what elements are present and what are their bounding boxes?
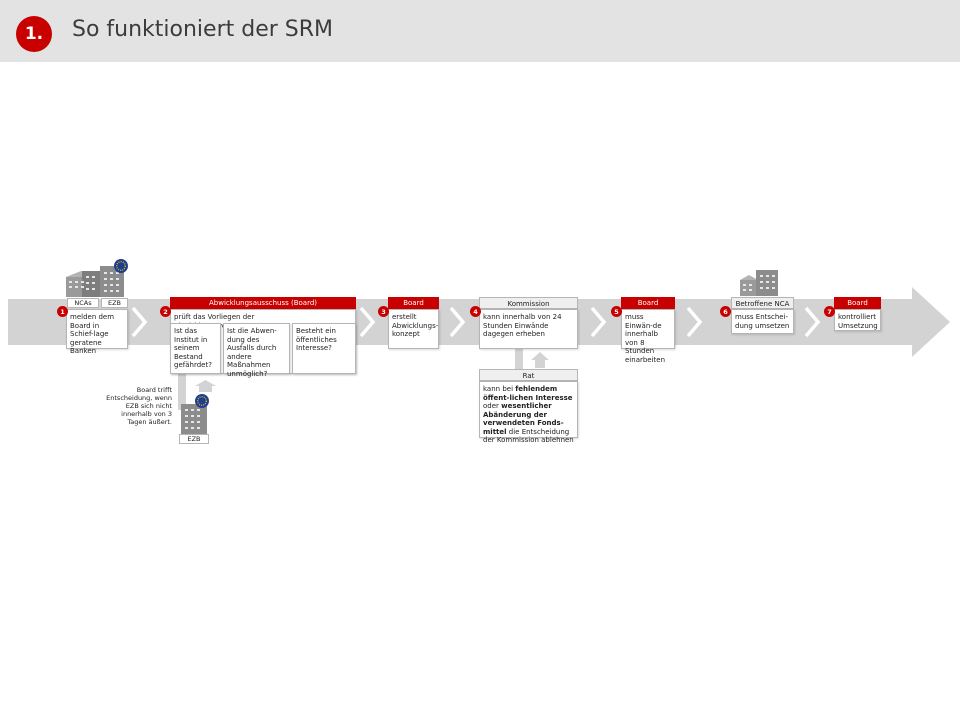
ezb-note: Board trifft Entscheidung, wenn EZB sich…	[106, 386, 172, 426]
connector-line	[178, 372, 186, 410]
step-4-box: kann innerhalb von 24 Stunden Einwände d…	[479, 309, 578, 349]
rat-header: Rat	[479, 369, 578, 381]
step-2-question-2: Ist die Abwen-dung des Ausfalls durch an…	[223, 323, 290, 378]
step-2-header: Abwicklungsausschuss (Board)	[170, 297, 356, 309]
step-7-number: 7	[824, 306, 835, 317]
rat-text: kann bei fehlendem öffent-lichen Interes…	[483, 385, 574, 444]
header-bar: 1. So funktioniert der SRM	[0, 0, 960, 62]
ezb-tag: EZB	[101, 298, 128, 308]
connector-line	[515, 349, 523, 369]
chapter-badge: 1.	[16, 16, 52, 52]
chevron-right-icon	[131, 306, 148, 338]
step-5-number: 5	[611, 306, 622, 317]
step-2-question-1: Ist das Institut in seinem Bestand gefäh…	[170, 323, 221, 374]
eu-stars-icon	[114, 259, 128, 273]
step-6-box: muss Entschei-dung umsetzen	[731, 309, 794, 334]
building-icon	[181, 404, 207, 434]
step-1-number: 1	[57, 306, 68, 317]
step-6-header: Betroffene NCA	[731, 297, 794, 309]
building-icon	[740, 270, 778, 296]
step-7-header: Board	[834, 297, 881, 309]
arrow-up-icon	[195, 380, 216, 392]
chevron-right-icon	[449, 306, 466, 338]
step-5-box: muss Einwän-de innerhalb von 8 Stunden e…	[621, 309, 675, 364]
step-1-text: melden dem Board in Schief-lage geratene…	[70, 313, 115, 355]
eu-stars-icon	[195, 394, 209, 408]
page-title: So funktioniert der SRM	[72, 17, 334, 42]
step-1-box: melden dem Board in Schief-lage geratene…	[66, 309, 128, 355]
step-2-number: 2	[160, 306, 171, 317]
step-4-header: Kommission	[479, 297, 578, 309]
building-icon	[66, 266, 124, 297]
step-5-header: Board	[621, 297, 675, 309]
ncas-tag: NCAs	[67, 298, 99, 308]
step-3-number: 3	[378, 306, 389, 317]
step-6-number: 6	[720, 306, 731, 317]
step-3-box: erstellt Abwicklungs-konzept	[388, 309, 439, 349]
step-7-box: kontrolliert Umsetzung	[834, 309, 881, 331]
rat-box: kann bei fehlendem öffent-lichen Interes…	[479, 381, 578, 444]
step-4-number: 4	[470, 306, 481, 317]
chevron-right-icon	[686, 306, 703, 338]
chevron-right-icon	[804, 306, 821, 338]
chevron-right-icon	[590, 306, 607, 338]
arrow-up-icon	[531, 352, 549, 368]
chevron-right-icon	[359, 306, 376, 338]
step-2-question-3: Besteht ein öffentliches Interesse?	[292, 323, 356, 374]
ezb-bottom-tag: EZB	[179, 434, 209, 444]
step-3-header: Board	[388, 297, 439, 309]
